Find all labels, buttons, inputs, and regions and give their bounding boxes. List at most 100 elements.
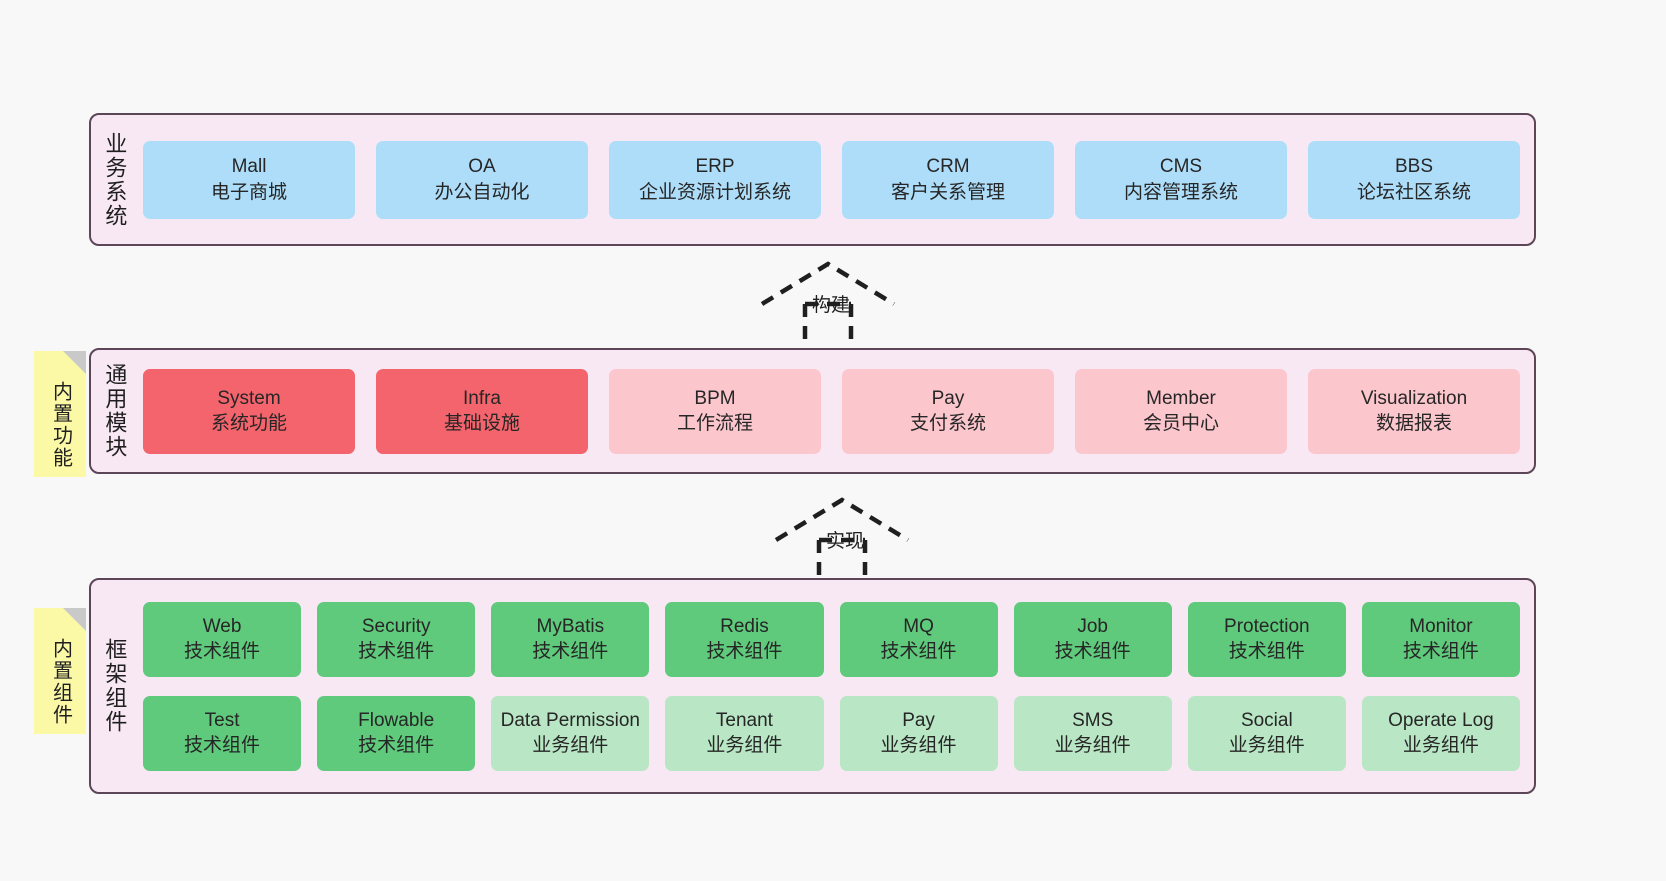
- note-fold-corner-icon: [63, 608, 86, 631]
- card-pay-business[interactable]: Pay 业务组件: [839, 695, 998, 771]
- layer-business-systems: 业务系统 Mall 电子商城 OA 办公自动化 ERP 企业资源计划系统 CRM…: [89, 113, 1536, 246]
- card-crm[interactable]: CRM 客户关系管理: [842, 140, 1054, 219]
- card-row: Mall 电子商城 OA 办公自动化 ERP 企业资源计划系统 CRM 客户关系…: [143, 140, 1520, 219]
- card-title-en: Visualization: [1360, 387, 1468, 409]
- layer-title-business: 业务系统: [102, 131, 128, 228]
- card-title-en: Data Permission: [500, 709, 640, 731]
- card-title-cn: 技术组件: [532, 641, 609, 662]
- card-sms[interactable]: SMS 业务组件: [1013, 695, 1172, 771]
- card-title-cn: 技术组件: [1402, 641, 1479, 662]
- card-mybatis[interactable]: MyBatis 技术组件: [491, 601, 650, 677]
- card-erp[interactable]: ERP 企业资源计划系统: [609, 140, 821, 219]
- card-title-en: Flowable: [358, 709, 435, 731]
- card-title-cn: 支付系统: [909, 413, 986, 434]
- card-row: System 系统功能 Infra 基础设施 BPM 工作流程 Pay 支付系统…: [143, 368, 1520, 454]
- layer-body-business: Mall 电子商城 OA 办公自动化 ERP 企业资源计划系统 CRM 客户关系…: [137, 115, 1534, 244]
- connector-realize-label: 实现: [826, 531, 865, 552]
- card-title-en: CRM: [926, 156, 970, 178]
- card-title-cn: 技术组件: [358, 735, 435, 756]
- card-title-en: Operate Log: [1388, 709, 1494, 731]
- card-data-permission[interactable]: Data Permission 业务组件: [491, 695, 650, 771]
- card-pay[interactable]: Pay 支付系统: [842, 368, 1054, 454]
- card-title-cn: 论坛社区系统: [1356, 181, 1471, 203]
- card-test[interactable]: Test 技术组件: [143, 695, 302, 771]
- card-title-en: CMS: [1159, 156, 1203, 178]
- card-title-cn: 电子商城: [210, 181, 287, 203]
- card-title-en: Member: [1146, 387, 1216, 409]
- card-title-cn: 工作流程: [676, 413, 753, 434]
- card-title-cn: 业务组件: [532, 735, 609, 756]
- card-title-en: BBS: [1394, 156, 1434, 178]
- layer-framework-components: 框架组件 Web 技术组件 Security 技术组件 MyBatis 技术组件…: [89, 578, 1536, 794]
- card-flowable[interactable]: Flowable 技术组件: [317, 695, 476, 771]
- card-title-cn: 内容管理系统: [1123, 181, 1238, 203]
- card-protection[interactable]: Protection 技术组件: [1187, 601, 1346, 677]
- layer-title-modules: 通用模块: [102, 363, 128, 459]
- card-oa[interactable]: OA 办公自动化: [376, 140, 588, 219]
- card-tenant[interactable]: Tenant 业务组件: [665, 695, 824, 771]
- layer-common-modules: 通用模块 System 系统功能 Infra 基础设施 BPM 工作流程 Pay…: [89, 348, 1536, 474]
- note-text: 内置功能: [49, 381, 72, 469]
- card-title-cn: 客户关系管理: [890, 181, 1005, 203]
- card-title-en: Pay: [931, 387, 965, 409]
- card-visualization[interactable]: Visualization 数据报表: [1308, 368, 1520, 454]
- card-title-en: Tenant: [715, 709, 773, 731]
- card-title-cn: 系统功能: [210, 413, 287, 434]
- card-title-en: Social: [1240, 709, 1293, 731]
- card-title-en: Test: [204, 709, 240, 731]
- card-title-cn: 会员中心: [1142, 413, 1219, 434]
- card-title-cn: 技术组件: [184, 641, 261, 662]
- card-title-cn: 业务组件: [880, 735, 957, 756]
- card-title-cn: 业务组件: [706, 735, 783, 756]
- card-redis[interactable]: Redis 技术组件: [665, 601, 824, 677]
- card-title-en: System: [217, 387, 281, 409]
- card-web[interactable]: Web 技术组件: [143, 601, 302, 677]
- card-title-en: Web: [202, 615, 242, 637]
- card-social[interactable]: Social 业务组件: [1187, 695, 1346, 771]
- card-title-en: Monitor: [1409, 615, 1473, 637]
- card-title-cn: 技术组件: [1228, 641, 1305, 662]
- card-title-cn: 数据报表: [1375, 413, 1452, 434]
- note-builtin-features: 内置功能: [34, 351, 86, 477]
- card-row: Web 技术组件 Security 技术组件 MyBatis 技术组件 Redi…: [143, 601, 1520, 677]
- card-operate-log[interactable]: Operate Log 业务组件: [1361, 695, 1520, 771]
- card-title-en: Protection: [1224, 615, 1310, 637]
- card-title-cn: 业务组件: [1054, 735, 1131, 756]
- card-monitor[interactable]: Monitor 技术组件: [1361, 601, 1520, 677]
- connector-build-label: 构建: [812, 295, 851, 316]
- card-title-cn: 技术组件: [358, 641, 435, 662]
- card-title-cn: 办公自动化: [434, 181, 530, 203]
- card-title-cn: 基础设施: [443, 413, 520, 434]
- card-title-en: Pay: [902, 709, 935, 731]
- card-member[interactable]: Member 会员中心: [1075, 368, 1287, 454]
- card-title-cn: 技术组件: [706, 641, 783, 662]
- card-title-cn: 企业资源计划系统: [638, 181, 791, 203]
- card-job[interactable]: Job 技术组件: [1013, 601, 1172, 677]
- note-fold-corner-icon: [63, 351, 86, 374]
- card-title-en: Job: [1077, 615, 1108, 637]
- card-cms[interactable]: CMS 内容管理系统: [1075, 140, 1287, 219]
- layer-body-modules: System 系统功能 Infra 基础设施 BPM 工作流程 Pay 支付系统…: [137, 350, 1534, 472]
- card-title-cn: 技术组件: [184, 735, 261, 756]
- card-title-en: Infra: [462, 387, 502, 409]
- card-security[interactable]: Security 技术组件: [317, 601, 476, 677]
- card-system[interactable]: System 系统功能: [143, 368, 355, 454]
- card-title-cn: 业务组件: [1402, 735, 1479, 756]
- card-title-en: Security: [361, 615, 431, 637]
- card-title-en: SMS: [1072, 709, 1114, 731]
- card-title-en: Redis: [720, 615, 769, 637]
- card-bbs[interactable]: BBS 论坛社区系统: [1308, 140, 1520, 219]
- card-row: Test 技术组件 Flowable 技术组件 Data Permission …: [143, 695, 1520, 771]
- card-title-en: BPM: [694, 387, 736, 409]
- card-bpm[interactable]: BPM 工作流程: [609, 368, 821, 454]
- card-mq[interactable]: MQ 技术组件: [839, 601, 998, 677]
- layer-body-framework: Web 技术组件 Security 技术组件 MyBatis 技术组件 Redi…: [137, 580, 1534, 792]
- card-title-en: Mall: [231, 156, 267, 178]
- card-title-en: MQ: [903, 615, 934, 637]
- card-mall[interactable]: Mall 电子商城: [143, 140, 355, 219]
- card-title-cn: 技术组件: [1054, 641, 1131, 662]
- card-infra[interactable]: Infra 基础设施: [376, 368, 588, 454]
- card-title-cn: 技术组件: [880, 641, 957, 662]
- note-text: 内置组件: [49, 638, 72, 726]
